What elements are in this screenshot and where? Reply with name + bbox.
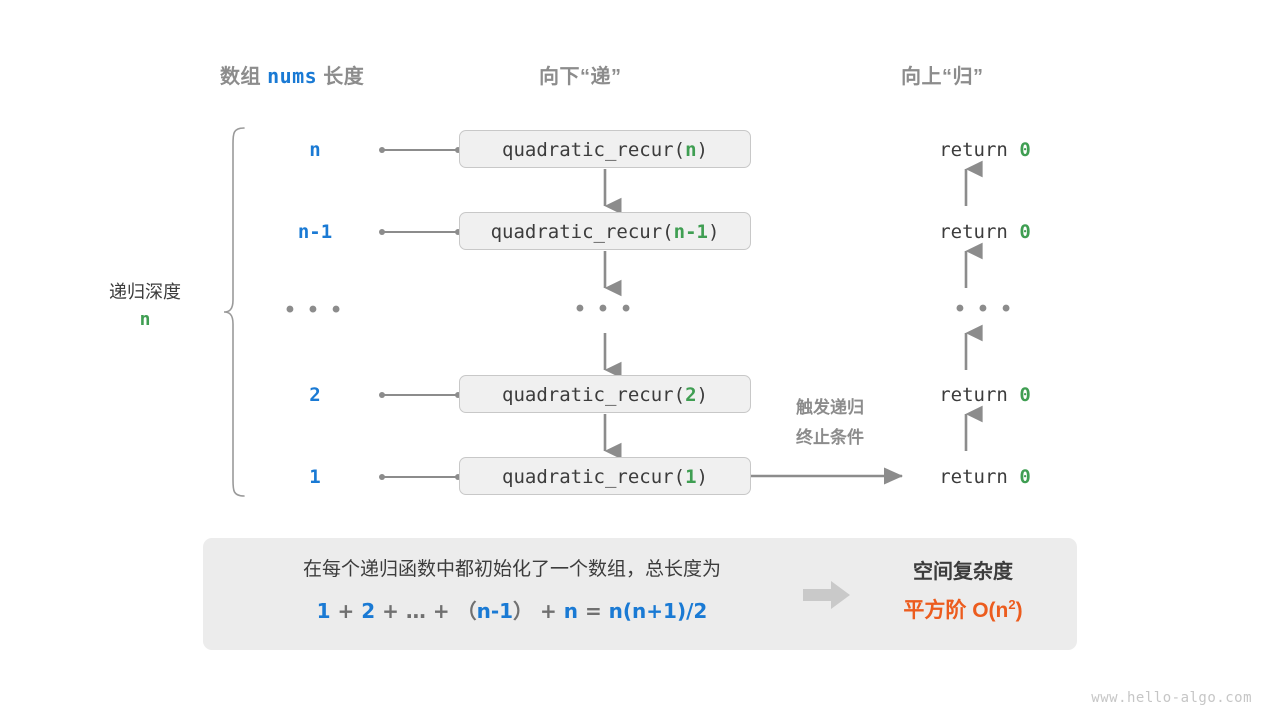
call-box-1[interactable]: quadratic_recur(n) [459,130,751,168]
formula-right-paren: ） [513,599,534,623]
call-box-ellipsis: • • • [575,295,635,322]
recursion-row-ellipsis: • • • • • • • • • [0,292,1280,332]
complexity-exponent: 2 [1008,597,1016,612]
recursion-row-5: 1 quadratic_recur(1) return 0 [0,457,1280,497]
recursion-row-4: 2 quadratic_recur(2) return 0 [0,375,1280,415]
formula-ellipsis: … [405,599,426,623]
return-keyword-2: return [939,221,1020,243]
call-arg-1: n [685,139,697,161]
connector-line-1 [379,147,461,153]
formula-op-3: + [425,599,457,623]
header-nums-token: nums [267,64,318,88]
column-header-array-length: 数组 nums 长度 [220,60,364,89]
return-value-1: 0 [1019,139,1031,161]
return-statement-ellipsis: • • • [955,295,1015,322]
recursion-depth-label: 递归深度 n [80,278,210,334]
formula-term-4: n [563,599,578,623]
call-name-5: quadratic_recur( [502,466,686,488]
call-box-2[interactable]: quadratic_recur(n-1) [459,212,751,250]
depth-value-4: 2 [309,384,321,406]
formula-term-3: n-1 [476,599,514,623]
base-case-note-line2: 终止条件 [796,428,864,447]
header-prefix: 数组 [220,66,268,88]
right-arrow-icon [803,581,850,609]
watermark: www.hello-algo.com [1091,690,1252,706]
return-statement-4: return 0 [880,375,1090,415]
call-arg-2: n-1 [673,221,708,243]
call-box-5[interactable]: quadratic_recur(1) [459,457,751,495]
summary-right-block: 空间复杂度 平方阶 O(n2) [863,556,1063,624]
connector-line-2 [379,229,461,235]
call-close-5: ) [696,466,708,488]
column-header-descend: 向下“递” [539,66,622,88]
recursion-depth-value: n [139,309,151,330]
return-keyword-4: return [939,384,1020,406]
call-close-2: ) [707,221,720,243]
summary-sentence: 在每个递归函数中都初始化了一个数组，总长度为 [302,559,721,580]
column-header-ascend: 向上“归” [901,66,984,88]
formula-op-1: + [330,599,362,623]
complexity-value-prefix: 平方阶 [903,599,973,622]
return-value-2: 0 [1019,221,1031,243]
call-arg-5: 1 [685,466,697,488]
formula-result: n(n+1)/2 [608,599,708,623]
base-case-note-line1: 触发递归 [796,398,864,417]
call-arg-4: 2 [685,384,697,406]
depth-value-5: 1 [309,466,321,488]
return-statement-2: return 0 [880,212,1090,252]
return-value-4: 0 [1019,384,1031,406]
complexity-big-o: O(n [972,599,1009,622]
recursion-row-2: n-1 quadratic_recur(n-1) return 0 [0,212,1280,252]
return-statement-5: return 0 [880,457,1090,497]
complexity-close-paren: ) [1015,599,1023,622]
formula-equals: = [577,599,609,623]
formula-term-2: 2 [361,599,376,623]
formula-left-paren: （ [456,599,477,623]
recursion-depth-title: 递归深度 [109,282,181,302]
summary-formula: 1 + 2 + … + （n-1） + n = n(n+1)/2 [227,595,797,624]
call-close-4: ) [696,384,708,406]
complexity-title: 空间复杂度 [913,561,1013,583]
depth-value-2: n-1 [297,221,333,243]
base-case-note: 触发递归 终止条件 [760,393,900,453]
header-suffix: 长度 [317,66,365,88]
summary-left-block: 在每个递归函数中都初始化了一个数组，总长度为 1 + 2 + … + （n-1）… [227,555,797,624]
connector-line-5 [379,474,461,480]
connector-line-4 [379,392,461,398]
formula-term-1: 1 [316,599,331,623]
call-close-1: ) [696,139,708,161]
call-name-1: quadratic_recur( [502,139,686,161]
call-name-4: quadratic_recur( [502,384,686,406]
depth-value-1: n [309,139,321,161]
return-value-5: 0 [1019,466,1031,488]
recursion-row-1: n quadratic_recur(n) return 0 [0,130,1280,170]
formula-op-4: + [533,599,564,623]
curly-brace-icon [223,127,245,497]
complexity-value: 平方阶 O(n2) [863,594,1063,624]
formula-op-2: + [375,599,406,623]
return-keyword-5: return [939,466,1020,488]
call-name-2: quadratic_recur( [490,221,674,243]
return-keyword-1: return [939,139,1020,161]
summary-panel: 在每个递归函数中都初始化了一个数组，总长度为 1 + 2 + … + （n-1）… [203,538,1077,650]
call-box-4[interactable]: quadratic_recur(2) [459,375,751,413]
depth-value-ellipsis: • • • [285,296,345,323]
return-statement-1: return 0 [880,130,1090,170]
